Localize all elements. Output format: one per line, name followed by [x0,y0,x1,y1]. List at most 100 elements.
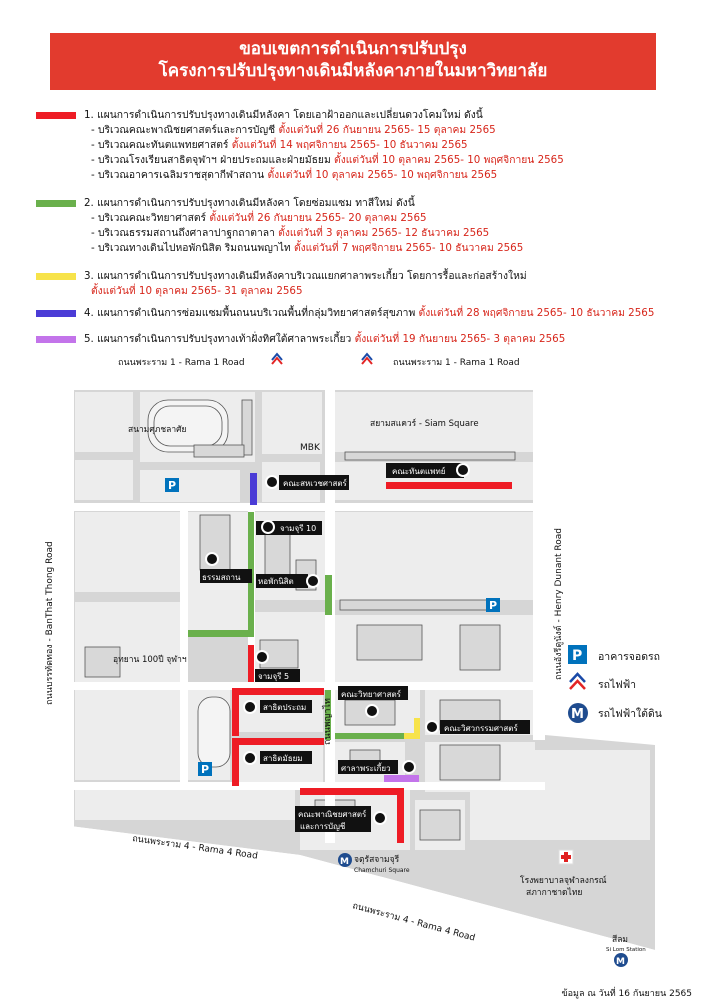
tag-commerce-1: คณะพาณิชยศาสตร์ [298,809,367,819]
pin-icon [425,720,439,734]
pin-icon [365,704,379,718]
plan5-swatch [36,336,76,343]
parking-icon: P [568,645,587,664]
plan4-route [250,473,257,505]
plan5-head: 5. แผนการดำเนินการปรับปรุงทางเท้าฝั่งทิศ… [84,333,566,345]
plan1-route [232,738,239,786]
chamchuri-square-label: จตุรัสจามจุรี [354,854,400,865]
pin-icon [243,700,257,714]
plan3-date: ตั้งแต่วันที่ 10 ตุลาคม 2565- 31 ตุลาคม … [91,285,303,297]
plan3-route [414,718,420,738]
plan3-head: 3. แผนการดำเนินการปรับปรุงทางเดินมีหลังค… [84,270,527,282]
tag-chamchuri5: จามจุรี 5 [258,672,289,681]
tag-commerce-2: และการบัญชี [300,822,346,831]
tag-salaprakeaw: ศาลาพระเกี้ยว [341,762,391,773]
plan2-item: - บริเวณคณะวิทยาศาสตร์ ตั้งแต่วันที่ 26 … [91,212,427,224]
tag-allied-health: คณะสหเวชศาสตร์ [283,478,348,488]
tag-satit-primary: สาธิตประถม [263,703,306,712]
plan1-route [232,738,324,745]
plan1-item: - บริเวณคณะพาณิชยศาสตร์และการบัญชี ตั้งแ… [91,124,496,136]
plan5-route [384,775,419,782]
pin-icon [402,760,416,774]
mrt-icon: M [568,703,588,723]
plan2-route [335,733,415,739]
plan1-item: - บริเวณอาคารเฉลิมราชสุดากีฬาสถาน ตั้งแต… [91,169,498,181]
tag-engineering: คณะวิศวกรรมศาสตร์ [444,723,518,733]
hospital-cross-icon [558,849,574,865]
bts-icon [271,352,283,365]
svg-text:P: P [489,599,497,612]
svg-text:M: M [616,957,625,967]
plan1-route [232,688,324,695]
tag-satit-secondary: สาธิตมัธยม [263,754,303,763]
pin-icon [456,463,470,477]
plan1-route [248,645,254,682]
plan2-swatch [36,200,76,207]
svg-text:M: M [340,857,349,867]
pin-icon [265,475,279,489]
pin-icon [306,574,320,588]
tag-chamchuri10: จามจุรี 10 [280,524,316,533]
plan2-head: 2. แผนการดำเนินการปรับปรุงทางเดินมีหลังค… [84,197,415,209]
mrt-markers: M M [338,853,628,967]
road-label-phayathai: ถนนพญาไท [322,698,333,745]
plan2-route [188,630,254,637]
map-pins [205,463,470,825]
silom-label: สีลม [612,934,628,945]
title-line-2: โครงการปรับปรุงทางเดินมีหลังคาภายในมหาวิ… [158,61,548,81]
legend-bts-label: รถไฟฟ้า [598,678,636,691]
title-banner: ขอบเขตการดำเนินการปรับปรุง โครงการปรับปร… [50,33,656,90]
plan3-route [404,733,420,739]
tag-dhamma: ธรรมสถาน [202,573,241,582]
pin-icon [205,552,219,566]
pin-icon [373,811,387,825]
plan2-item: - บริเวณทางเดินไปหอพักนิสิต ริมถนนพญาไท … [91,242,524,254]
legend-parking-label: อาคารจอดรถ [598,651,660,663]
hospital-label-2: สภากาชาดไทย [526,887,582,898]
parking-icon: P [198,762,212,776]
pin-icon [243,751,257,765]
plan2-route [325,575,332,615]
siam-square-label: สยามสแควร์ - Siam Square [370,418,479,429]
chamchuri-square-en-label: Chamchuri Square [354,867,410,874]
legend-mrt-label: รถไฟฟ้าใต้ดิน [598,707,662,720]
tag-dorm: หอพักนิสิต [258,577,294,586]
plan2-route [325,690,331,740]
road-label-henry: ถนนอังรีดูนังต์ - Henry Dunant Road [552,528,564,680]
plan1-head: 1. แผนการดำเนินการปรับปรุงทางเดินมีหลังค… [84,109,483,121]
parking-icon: P [486,598,500,612]
tag-science: คณะวิทยาศาสตร์ [341,689,402,699]
building-outlines [84,399,516,841]
bts-icon [569,672,586,690]
plan3-swatch [36,273,76,280]
plan1-route [397,788,404,843]
campus-map: ถนนพระราม 1 - Rama 1 Road ถนนพระราม 1 - … [45,352,662,967]
centenary-label: อุทยาน 100ปี จุฬาฯ [113,654,187,665]
data-date-footer: ข้อมูล ณ วันที่ 16 กันยายน 2565 [561,989,692,999]
tag-dentistry: คณะทันตแพทย์ [392,466,445,476]
plan4-head: 4. แผนการดำเนินการซ่อมแซมพื้นถนนบริเวณพื… [84,307,655,319]
pin-icon [261,520,275,534]
plan2-item: - บริเวณธรรมสถานถึงศาลาปาฐกถาตาลา ตั้งแต… [91,227,490,239]
road-label-rama1-right: ถนนพระราม 1 - Rama 1 Road [393,358,520,368]
plan1-swatch [36,112,76,119]
stadium-label: สนามศุภชลาศัย [128,425,187,435]
road-label-rama1-left: ถนนพระราม 1 - Rama 1 Road [118,358,245,368]
plan1-item: - บริเวณคณะทันตแพทยศาสตร์ ตั้งแต่วันที่ … [91,139,468,151]
plan1-route [386,482,512,489]
parking-icon: P [165,478,179,492]
bts-icon [361,352,373,365]
svg-text:P: P [572,648,582,664]
svg-text:P: P [168,479,176,492]
mrt-icon: M [338,853,352,867]
hospital-label-1: โรงพยาบาลจุฬาลงกรณ์ [520,875,607,886]
svg-text:M: M [571,707,584,722]
map-icon-legend: P อาคารจอดรถ รถไฟฟ้า M รถไฟฟ้าใต้ดิน [568,645,662,723]
pin-icon [255,650,269,664]
parking-markers: P P P [165,478,500,776]
plan1-item: - บริเวณโรงเรียนสาธิตจุฬาฯ ฝ่ายประถมและฝ… [91,154,564,166]
plan1-route [300,788,404,795]
bts-markers [271,352,373,365]
mbk-label: MBK [300,443,321,453]
plan4-swatch [36,310,76,317]
